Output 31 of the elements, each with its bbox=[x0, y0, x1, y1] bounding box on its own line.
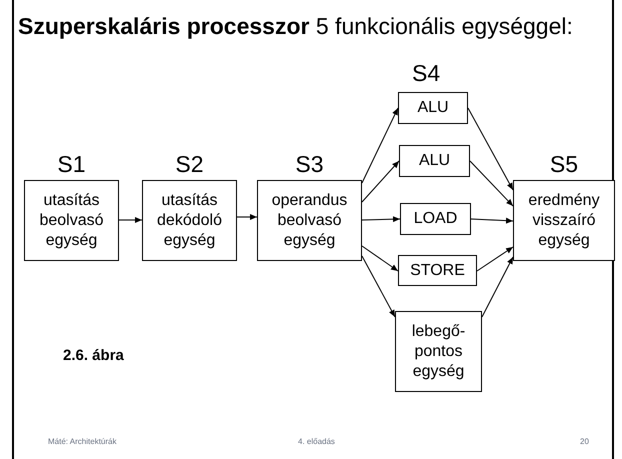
arrow bbox=[362, 108, 398, 184]
arrow bbox=[468, 108, 514, 190]
unit-box: ALU bbox=[398, 92, 468, 124]
arrow bbox=[470, 160, 514, 206]
arrow bbox=[362, 256, 396, 318]
arrow bbox=[470, 218, 514, 224]
arrow bbox=[236, 214, 258, 220]
unit-box: STORE bbox=[398, 255, 477, 286]
unit-box: utasítás dekódoló egység bbox=[142, 180, 237, 261]
stage-label: S2 bbox=[175, 150, 204, 179]
unit-box: operandus beolvasó egység bbox=[257, 180, 362, 261]
title: Szuperskaláris processzor 5 funkcionális egységgel: bbox=[18, 12, 573, 40]
unit-box: ALU bbox=[399, 145, 470, 177]
page-number: 20 bbox=[580, 436, 589, 448]
unit-box: lebegő- pontos egység bbox=[395, 311, 482, 392]
stage-label: S3 bbox=[295, 150, 324, 179]
arrow bbox=[476, 246, 514, 272]
unit-box: utasítás beolvasó egység bbox=[24, 180, 119, 261]
footer-text: 4. előadás bbox=[298, 436, 335, 448]
figure-caption: 2.6. ábra bbox=[63, 346, 124, 366]
stage-label: S1 bbox=[57, 150, 86, 179]
unit-box: LOAD bbox=[400, 203, 471, 235]
arrow bbox=[118, 217, 142, 223]
stage-label: S5 bbox=[550, 150, 578, 179]
arrow bbox=[362, 246, 398, 272]
unit-box: eredmény visszaíró egység bbox=[513, 180, 615, 261]
arrow bbox=[482, 256, 514, 318]
arrow bbox=[362, 216, 400, 222]
stage-label: S4 bbox=[412, 59, 440, 87]
arrow bbox=[362, 160, 400, 202]
footer-text: Máté: Architektúrák bbox=[48, 436, 116, 448]
